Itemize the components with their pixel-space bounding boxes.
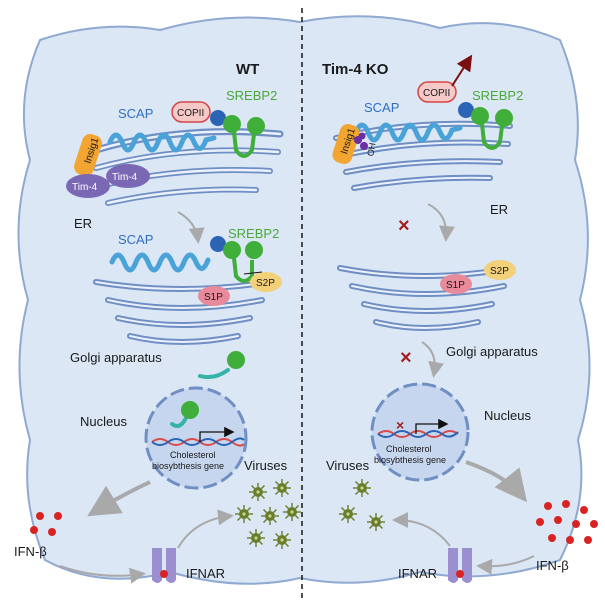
- copii-release-arrow-ko: [451, 54, 473, 87]
- srebp2-stalk-ko: [480, 123, 504, 150]
- srebp2-label-wt: SREBP2: [226, 88, 277, 103]
- scap-protein-ko: [353, 122, 463, 143]
- ifnar-receptor-wt: [152, 548, 176, 583]
- arrow-er-to-golgi-wt: [177, 211, 205, 244]
- ifnb-label-ko: IFN-β: [536, 558, 569, 573]
- cleavage-line-wt: [243, 271, 263, 275]
- block-mark-gene-ko: ×: [396, 417, 404, 433]
- s1p-label-ko: S1P: [446, 280, 465, 291]
- copii-badge-ko: [417, 81, 457, 103]
- s2p-label-wt: S2P: [256, 278, 275, 289]
- gene-label-line1-ko: Cholesterol: [386, 444, 432, 454]
- s2p-protease-ko: [484, 260, 516, 280]
- gene-label-line1-wt: Cholesterol: [170, 450, 216, 460]
- scap-label-golgi-wt: SCAP: [118, 232, 153, 247]
- tim4-label-2-wt: Tim-4: [112, 172, 138, 183]
- srebp2-fragment-ball-wt: [227, 351, 245, 369]
- scap-label-wt: SCAP: [118, 106, 153, 121]
- arrow-nucleus-to-ifn-ko: [465, 460, 528, 503]
- wt-title: WT: [236, 61, 259, 78]
- arrow-nucleus-to-ifn-wt: [87, 480, 151, 517]
- arrow-golgi-to-nucleus-ko: [421, 341, 445, 378]
- arrow-ifnar-to-virus-ko: [392, 512, 451, 547]
- s2p-protease-wt: [250, 272, 282, 292]
- transcription-arrow-wt: [199, 426, 235, 442]
- copii-label-ko: COPII: [423, 88, 450, 99]
- srebp2-ball-1-golgi-wt: [223, 241, 241, 259]
- block-mark-golgi-ko: ×: [400, 347, 412, 369]
- ifnar-label-wt: IFNAR: [186, 566, 225, 581]
- scap-protein-golgi-wt: [109, 252, 211, 273]
- gene-label-line2-wt: biosybthesis gene: [152, 461, 224, 471]
- scap-protein-wt: [107, 132, 217, 153]
- transcription-arrow-ko: [415, 418, 449, 434]
- s1p-protease-ko: [440, 274, 472, 294]
- ko-title: Tim-4 KO: [322, 61, 389, 78]
- scap-binding-blue-golgi-wt: [210, 236, 226, 252]
- dna-strand-2-ko: [377, 430, 459, 438]
- golgi-membrane-wt-inner: [95, 281, 271, 343]
- golgi-label-ko: Golgi apparatus: [446, 344, 538, 359]
- nucleus-wt: [144, 386, 248, 490]
- er-label-ko: ER: [490, 202, 508, 217]
- viruses-label-ko: Viruses: [326, 458, 370, 473]
- arrow-er-to-golgi-ko: [427, 203, 455, 242]
- viruses-label-wt: Viruses: [244, 458, 288, 473]
- s1p-protease-wt: [198, 286, 230, 306]
- ifn-beta-molecules-ko: [536, 500, 598, 544]
- s1p-label-wt: S1P: [204, 292, 223, 303]
- oxysterol-ko: [354, 132, 368, 150]
- nucleus-label-wt: Nucleus: [80, 414, 127, 429]
- tim4-protein-2-wt: [106, 164, 150, 188]
- srebp2-ball-2-ko: [495, 109, 513, 127]
- srebp2-stalk-wt: [232, 131, 256, 158]
- arrow-ifn-to-ifnar-wt: [59, 565, 146, 584]
- srebp2-ball-1-wt: [223, 115, 241, 133]
- copii-label-wt: COPII: [177, 108, 204, 119]
- srebp2-in-nucleus-wt: [170, 416, 188, 428]
- scap-binding-blue-ko: [458, 102, 474, 118]
- ifnb-label-wt: IFN-β: [14, 544, 47, 559]
- er-label-wt: ER: [74, 216, 92, 231]
- srebp2-label-golgi-wt: SREBP2: [228, 226, 279, 241]
- ifnar-label-ko: IFNAR: [398, 566, 437, 581]
- dna-strand-ko: [377, 430, 459, 438]
- block-mark-er-ko: ×: [398, 215, 410, 237]
- srebp2-stalk-golgi-wt: [232, 257, 254, 283]
- srebp2-label-ko: SREBP2: [472, 88, 523, 103]
- golgi-label-wt: Golgi apparatus: [70, 350, 162, 365]
- scap-label-ko: SCAP: [364, 100, 399, 115]
- srebp2-fragment-wt: [198, 368, 230, 380]
- oh-label-ko: OH: [365, 142, 377, 157]
- ifnar-receptor-ko: [448, 548, 472, 583]
- arrow-ifnar-to-virus-wt: [177, 509, 234, 549]
- srebp2-in-nucleus-ball-wt: [181, 401, 199, 419]
- scap-binding-blue-wt: [210, 110, 226, 126]
- srebp2-ball-2-golgi-wt: [245, 241, 263, 259]
- tim4-protein-1-wt: [66, 174, 110, 198]
- nucleus-label-ko: Nucleus: [484, 408, 531, 423]
- tim4-label-1-wt: Tim-4: [72, 182, 98, 193]
- srebp2-ball-2-wt: [247, 117, 265, 135]
- gene-label-line2-ko: biosybthesis gene: [374, 455, 446, 465]
- insig1-protein-wt: [74, 134, 102, 176]
- insig1-protein-ko: [332, 123, 360, 165]
- s2p-label-ko: S2P: [490, 266, 509, 277]
- copii-badge-wt: [171, 101, 211, 123]
- srebp2-ball-1-ko: [471, 107, 489, 125]
- arrow-ifn-to-ifnar-ko: [476, 555, 535, 575]
- ifn-beta-molecules-wt: [30, 512, 62, 536]
